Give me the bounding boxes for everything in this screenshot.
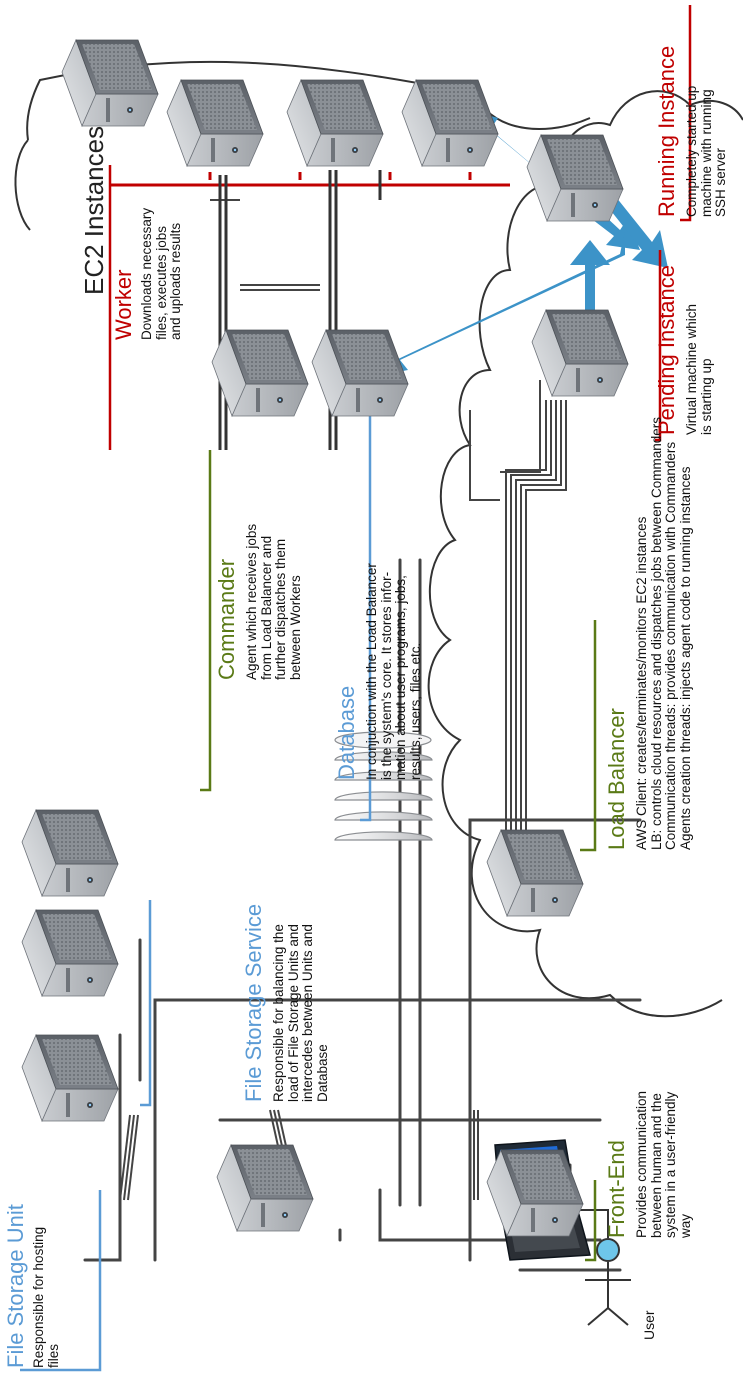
front-end-desc-line: Provides communication xyxy=(634,1090,649,1238)
file-storage-unit-title: File Storage Unit xyxy=(3,1204,28,1368)
file-storage-service-desc-line: Database xyxy=(314,1044,330,1102)
load-balancer-desc-line: LB: controls cloud resources and dispatc… xyxy=(648,417,664,850)
database-desc-line: mation about user programs, jobs, xyxy=(393,575,409,780)
commander-server-2 xyxy=(311,329,409,417)
file-storage-service-server xyxy=(216,1144,314,1232)
file-storage-unit-server-1 xyxy=(21,809,119,897)
load-balancer-desc-line: Communication threads: provides communic… xyxy=(663,441,679,850)
front-end-title: Front-End xyxy=(604,1140,629,1238)
file-storage-unit-desc-line: Responsible for hosting xyxy=(31,1226,46,1368)
commander-desc-line: between Workers xyxy=(287,575,303,680)
front-end-desc-line: system in a user-friendly xyxy=(663,1091,679,1238)
worker-server-4 xyxy=(401,79,499,167)
database-desc-line: In conjuction with the Load Balancer xyxy=(364,563,379,780)
file-storage-unit-server-3 xyxy=(21,1034,119,1122)
load-balancer-desc: AWS Client: creates/terminates/monitors … xyxy=(634,417,693,851)
worker-desc: Downloads necessary files, executes jobs… xyxy=(139,207,184,340)
user-stick-figure xyxy=(520,1209,631,1326)
pending-instance-desc: Virtual machine which is starting up xyxy=(684,303,714,435)
worker-connections xyxy=(110,172,510,187)
running-instance-desc-line: SSH server xyxy=(713,147,729,217)
front-end-desc: Provides communication between human and… xyxy=(634,1090,693,1238)
pending-instance-title: Pending Instance xyxy=(654,264,679,435)
worker-server-3 xyxy=(286,79,384,167)
user-label: User xyxy=(641,1310,657,1340)
commander-desc-line: further dispatches them xyxy=(273,538,289,680)
multi-wire-bundles xyxy=(119,199,567,1201)
title-underlines xyxy=(20,5,692,1372)
pending-instance-desc-line: Virtual machine which xyxy=(684,303,699,435)
front-end-desc-line: way xyxy=(677,1213,693,1238)
database-desc-line: results, users, files etc. xyxy=(407,642,423,780)
front-end-desc-line: between human and the xyxy=(648,1093,664,1238)
file-storage-unit-desc-line: files xyxy=(45,1343,61,1368)
worker-desc-line: Downloads necessary xyxy=(139,207,154,340)
load-balancer-desc-line: AWS Client: creates/terminates/monitors … xyxy=(634,516,649,850)
database-title: Database xyxy=(334,685,359,780)
load-balancer-desc-line: Agents creation threads: injects agent c… xyxy=(677,466,693,851)
commander-desc-line: Agent which receives jobs xyxy=(244,523,259,680)
running-instance-desc-line: machine with running xyxy=(698,89,714,217)
running-instance-desc-line: Completely started up xyxy=(684,85,699,217)
file-storage-unit-server-2 xyxy=(21,909,119,997)
load-balancer-server xyxy=(486,829,584,917)
pending-instance-server xyxy=(531,309,629,397)
worker-title: Worker xyxy=(111,269,136,341)
commander-desc-line: from Load Balancer and xyxy=(258,535,274,680)
commander-desc: Agent which receives jobs from Load Bala… xyxy=(244,523,303,680)
file-storage-service-desc-line: Responsible for balancing the xyxy=(271,924,286,1102)
commander-title: Commander xyxy=(214,558,239,680)
file-storage-service-desc-line: load of File Storage Units and xyxy=(285,924,301,1102)
worker-server-1 xyxy=(61,39,159,127)
worker-server-2 xyxy=(166,79,264,167)
worker-desc-line: files, executes jobs xyxy=(153,225,169,340)
file-storage-unit-desc: Responsible for hosting files xyxy=(31,1226,61,1368)
database-cylinders xyxy=(334,731,433,841)
load-balancer-title: Load Balancer xyxy=(604,708,629,850)
file-storage-service-desc: Responsible for balancing the load of Fi… xyxy=(271,924,330,1102)
database-desc-line: is the system's core. It stores infor- xyxy=(378,571,394,780)
running-instance-server xyxy=(526,134,624,222)
database-desc: In conjuction with the Load Balancer is … xyxy=(364,563,423,780)
file-storage-service-title: File Storage Service xyxy=(241,903,266,1102)
running-instance-title: Running Instance xyxy=(654,45,679,217)
cloud-title: EC2 Instances xyxy=(79,125,109,295)
worker-desc-line: and uploads results xyxy=(168,222,184,340)
pending-instance-desc-line: is starting up xyxy=(698,358,714,435)
running-instance-desc: Completely started up machine with runni… xyxy=(684,85,729,217)
file-storage-service-desc-line: intercedes between Units and xyxy=(300,924,316,1102)
